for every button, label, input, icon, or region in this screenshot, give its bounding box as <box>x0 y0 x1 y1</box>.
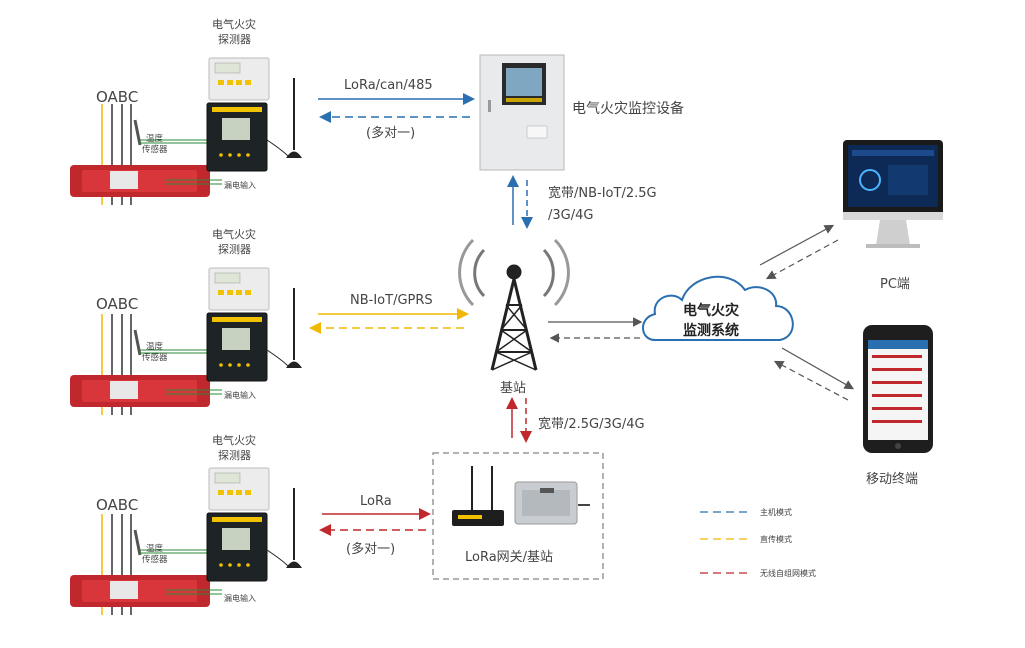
base-station-tower <box>458 238 570 371</box>
detector-group-3 <box>70 467 302 615</box>
detector-3-phases: OABC <box>96 496 139 514</box>
pc-label: PC端 <box>880 277 910 292</box>
cloud-pc-back <box>765 239 839 280</box>
monitor-device-label: 电气火灾监控设备 <box>572 101 684 117</box>
gateway-box <box>432 452 604 580</box>
top-link-protocol: LoRa/can/485 <box>344 78 433 93</box>
cloud-label-2: 监测系统 <box>683 323 739 339</box>
monitor-station-proto-1: 宽带/NB-IoT/2.5G <box>548 186 657 201</box>
cloud-shape <box>642 275 794 341</box>
base-station-label: 基站 <box>500 381 527 396</box>
cloud-pc-forward <box>759 224 835 266</box>
detector-2-leak: 漏电输入 <box>224 391 256 400</box>
detector-2-temp-1: 温度 <box>146 342 164 352</box>
detector-1-temp-2: 传感器 <box>142 145 168 155</box>
gateway-label: LoRa网关/基站 <box>465 550 554 565</box>
detector-group-1 <box>70 57 302 205</box>
cloud-label-1: 电气火灾 <box>683 303 739 319</box>
mobile-label: 移动终端 <box>866 472 919 487</box>
detector-1-temp-1: 温度 <box>146 134 164 144</box>
gateway-station-proto: 宽带/2.5G/3G/4G <box>538 417 645 432</box>
detector-3-leak: 漏电输入 <box>224 594 256 603</box>
detector-3-temp-1: 温度 <box>146 544 164 554</box>
detector-2-title-1: 电气火灾 <box>212 228 256 241</box>
mid-link-protocol: NB-IoT/GPRS <box>350 293 433 308</box>
legend-host-label: 主机模式 <box>760 508 792 517</box>
monitor-station-proto-2: /3G/4G <box>548 208 594 223</box>
detector-3-title-1: 电气火灾 <box>212 434 256 447</box>
monitor-cabinet <box>479 54 565 171</box>
detector-3-temp-2: 传感器 <box>142 555 168 565</box>
detector-2-phases: OABC <box>96 295 139 313</box>
lora-base-unit <box>514 481 590 525</box>
detector-1-phases: OABC <box>96 88 139 106</box>
top-link-ratio: (多对一) <box>366 126 416 141</box>
cloud-mobile-forward <box>781 347 855 390</box>
cloud-mobile-back <box>773 360 849 401</box>
detector-2-temp-2: 传感器 <box>142 353 168 363</box>
detector-3-title-2: 探测器 <box>218 449 251 462</box>
legend-direct-label: 直传模式 <box>760 535 792 544</box>
lora-router <box>452 466 504 526</box>
bot-link-protocol: LoRa <box>360 494 392 509</box>
legend-mesh-label: 无线自组网模式 <box>760 569 816 578</box>
pc-monitor <box>843 140 943 248</box>
mobile-phone <box>863 325 933 453</box>
detector-1-title-2: 探测器 <box>218 33 251 46</box>
detector-1-leak: 漏电输入 <box>224 181 256 190</box>
bot-link-ratio: (多对一) <box>346 542 396 557</box>
detector-group-2 <box>70 267 302 415</box>
detector-2-title-2: 探测器 <box>218 243 251 256</box>
detector-1-title-1: 电气火灾 <box>212 18 256 31</box>
